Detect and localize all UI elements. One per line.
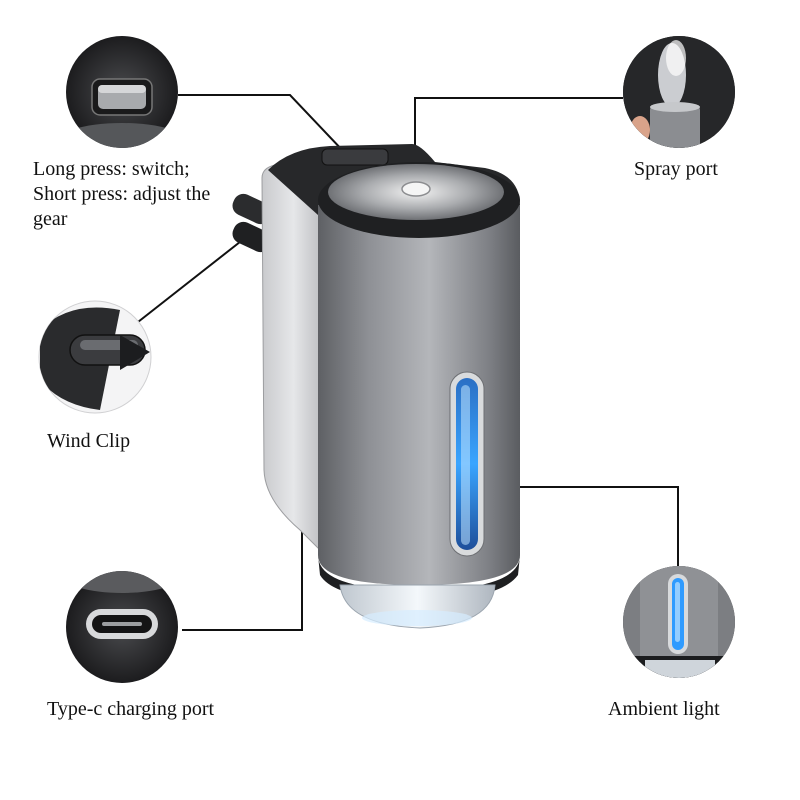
vent-clip-closeup-icon (38, 300, 152, 414)
button-callout-label: Long press: switch; Short press: adjust … (33, 157, 210, 232)
aroma-diffuser (232, 144, 520, 629)
wind-clip-label: Wind Clip (47, 430, 131, 452)
leader-line-typec (182, 530, 303, 631)
usb-c-port-closeup-icon (66, 571, 178, 683)
vent-clip-prong (232, 221, 272, 253)
mist-closeup-icon (623, 36, 735, 148)
top-button (321, 148, 389, 166)
button-callout-line-3: gear (33, 208, 68, 230)
spray-port-label: Spray port (634, 158, 718, 180)
back-plate (261, 157, 326, 557)
spray-nozzle (401, 181, 431, 197)
leader-line-button (178, 94, 346, 154)
type-c-port-label: Type-c charging port (47, 698, 215, 720)
button-callout-line-2: Short press: adjust the (33, 183, 211, 205)
leader-line-clip (137, 237, 246, 323)
button-callout-line-1: Long press: switch; (33, 158, 190, 180)
ambient-light-closeup-icon (623, 566, 735, 678)
button-closeup-icon (66, 36, 178, 148)
leader-line-light (462, 486, 679, 568)
ambient-light-label: Ambient light (608, 698, 720, 720)
cylinder-body (318, 205, 520, 585)
